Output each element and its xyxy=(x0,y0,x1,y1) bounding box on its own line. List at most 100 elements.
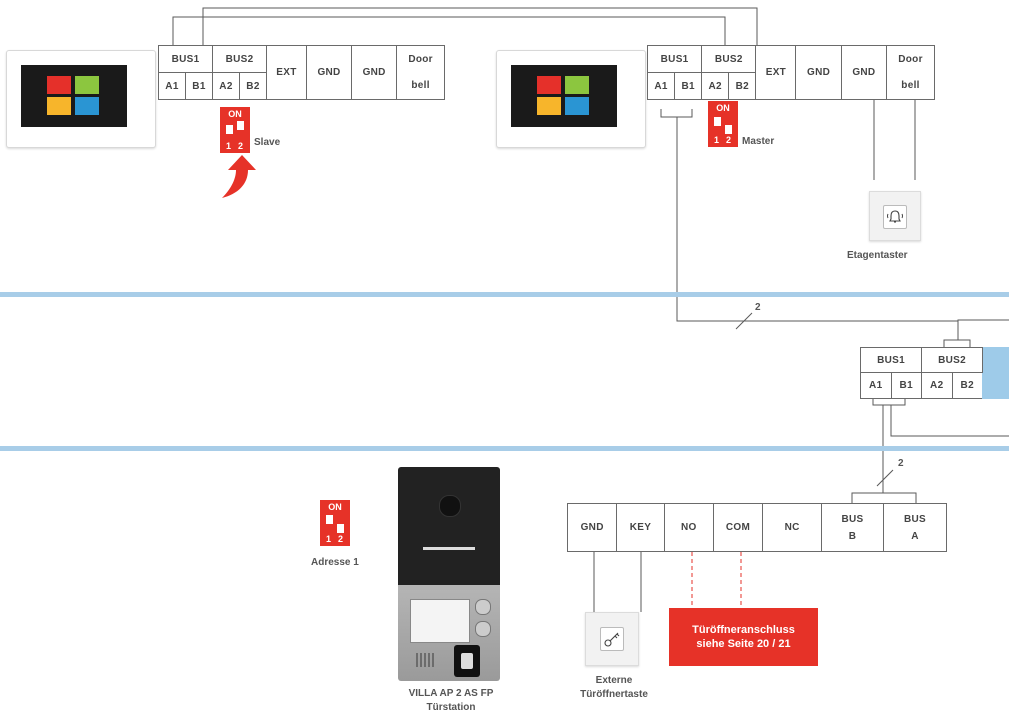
middle-wire-return xyxy=(890,405,1009,437)
terminal-key: KEY xyxy=(616,503,665,552)
middle-wire-right xyxy=(957,319,1009,340)
door-opener-line-1: Türöffneranschluss xyxy=(692,624,795,636)
terminal-a1: A1 xyxy=(860,372,892,399)
screen-tile-blue xyxy=(565,97,589,115)
terminal-block-slave: BUS1 BUS2 EXT GND GND Door A1 B1 A2 B2 b… xyxy=(158,45,445,100)
wire-count-label: 2 xyxy=(755,302,761,313)
ext-button-label-2: Türöffnertaste xyxy=(580,689,648,700)
terminal-bus2: BUS2 xyxy=(701,45,757,73)
terminal-bus1: BUS1 xyxy=(158,45,213,73)
floor-button-label: Etagentaster xyxy=(847,250,908,261)
fingerprint-reader-icon[interactable] xyxy=(454,645,480,677)
fingerprint-pad xyxy=(461,653,473,669)
terminal-bus-b-bottom: B xyxy=(848,530,857,542)
dip-number-2: 2 xyxy=(238,141,244,151)
screen-tile-yellow xyxy=(47,97,71,115)
middle-bracket-top xyxy=(943,339,971,347)
wire-count-label: 2 xyxy=(898,458,904,469)
camera-icon xyxy=(439,495,461,517)
terminal-no: NO xyxy=(663,503,714,552)
dip-number-1: 1 xyxy=(714,135,720,145)
dip-lever-1 xyxy=(326,515,333,524)
terminal-b2: B2 xyxy=(728,72,757,100)
terminal-door: Door xyxy=(886,45,935,73)
terminal-bell: bell xyxy=(886,72,935,100)
terminal-b2: B2 xyxy=(239,72,267,100)
screen-tile-green xyxy=(565,76,589,94)
terminal-gnd: GND xyxy=(566,503,618,552)
door-opener-note: Türöffneranschluss siehe Seite 20 / 21 xyxy=(669,608,818,666)
station-lower-panel xyxy=(398,585,500,681)
terminal-gnd: GND xyxy=(351,45,398,100)
door-button-face xyxy=(600,627,624,651)
dip-on-label: ON xyxy=(328,502,342,512)
dip-on-label: ON xyxy=(716,103,730,113)
dip-lever-1 xyxy=(714,117,721,126)
station-camera-panel xyxy=(398,467,500,585)
ext-button-label-1: Externe xyxy=(595,675,633,686)
terminal-a2: A2 xyxy=(701,72,730,100)
station-type-label: Türstation xyxy=(426,702,476,713)
section-divider-top xyxy=(0,292,1009,297)
terminal-bus-a: BUS A xyxy=(883,503,947,552)
floor-button-face xyxy=(883,205,907,229)
terminal-a2: A2 xyxy=(212,72,240,100)
terminal-ext: EXT xyxy=(755,45,797,100)
bell-icon xyxy=(887,210,903,223)
speaker-grille xyxy=(416,653,436,667)
dip-number-2: 2 xyxy=(726,135,732,145)
terminal-com: COM xyxy=(712,503,764,552)
terminal-gnd: GND xyxy=(840,45,888,100)
terminal-bus-a-bottom: A xyxy=(911,530,919,542)
station-model-label: VILLA AP 2 AS FP xyxy=(408,688,494,699)
terminal-b1: B1 xyxy=(185,72,213,100)
indoor-monitor-master xyxy=(496,50,646,148)
floor-button-device[interactable] xyxy=(869,191,921,241)
bus-bracket-top xyxy=(660,109,693,118)
terminal-block-middle: BUS1 BUS2 A1 B1 A2 B2 xyxy=(860,347,1009,399)
call-button-1[interactable] xyxy=(475,599,491,615)
screen-tile-red xyxy=(47,76,71,94)
monitor-screen xyxy=(511,65,617,127)
screen-tile-yellow xyxy=(537,97,561,115)
terminal-bus-b-top: BUS xyxy=(841,513,864,525)
name-plate xyxy=(410,599,470,643)
terminal-block-edge xyxy=(982,347,1009,399)
terminal-bus2: BUS2 xyxy=(921,347,983,373)
bus-wire-inner xyxy=(172,16,726,45)
station-led-bar xyxy=(423,547,475,550)
terminal-gnd: GND xyxy=(795,45,842,100)
wire-count-tick-2 xyxy=(876,469,894,487)
terminal-bus1: BUS1 xyxy=(646,45,703,73)
red-arrow-icon xyxy=(222,155,256,198)
door-station xyxy=(398,467,500,681)
terminal-block-station: GND KEY NO COM NC BUS B BUS A xyxy=(566,503,947,552)
dip-switch-address[interactable]: ON 1 2 xyxy=(320,500,350,546)
dip-switch-master[interactable]: ON 1 2 xyxy=(708,101,738,147)
terminal-b2: B2 xyxy=(951,372,983,399)
door-opener-line-2: siehe Seite 20 / 21 xyxy=(696,638,791,650)
dip-lever-2 xyxy=(237,121,244,130)
terminal-ext: EXT xyxy=(266,45,307,100)
address-label: Adresse 1 xyxy=(311,557,359,568)
wire-count-tick xyxy=(735,312,753,330)
terminal-bus-b: BUS B xyxy=(821,503,885,552)
monitor-screen xyxy=(21,65,127,127)
terminal-gnd: GND xyxy=(305,45,353,100)
call-button-2[interactable] xyxy=(475,621,491,637)
bottom-bracket xyxy=(851,492,917,503)
terminal-a2: A2 xyxy=(921,372,953,399)
dip-number-1: 1 xyxy=(226,141,232,151)
bus-wire-outer xyxy=(202,7,758,45)
terminal-a1: A1 xyxy=(158,72,186,100)
section-divider-bottom xyxy=(0,446,1009,451)
role-label-master: Master xyxy=(742,136,775,147)
dip-number-1: 1 xyxy=(326,534,332,544)
screen-tile-red xyxy=(537,76,561,94)
external-door-button[interactable] xyxy=(585,612,639,666)
terminal-a1: A1 xyxy=(646,72,676,100)
dip-switch-slave[interactable]: ON 1 2 xyxy=(220,107,250,153)
dip-lever-2 xyxy=(337,524,344,533)
dip-on-label: ON xyxy=(228,109,242,119)
terminal-bus1: BUS1 xyxy=(860,347,922,373)
